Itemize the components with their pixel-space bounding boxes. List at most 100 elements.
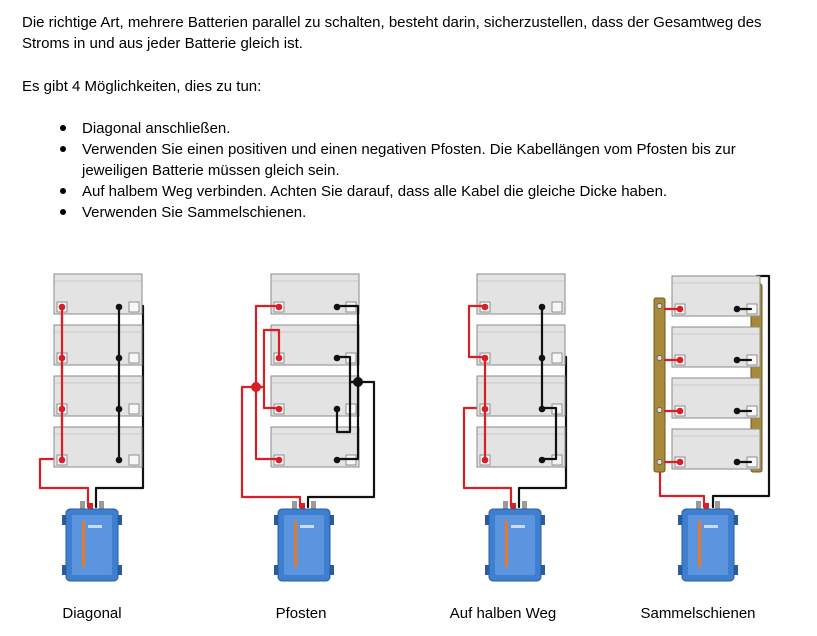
negative-terminal-dot bbox=[733, 458, 741, 466]
negative-terminal-dot bbox=[538, 354, 546, 362]
busbar-bolt bbox=[656, 407, 663, 413]
negative-terminal-dot bbox=[733, 305, 741, 313]
caption-halbweg: Auf halben Weg bbox=[449, 605, 557, 622]
negative-cable bbox=[335, 304, 360, 384]
busbar-bolt bbox=[656, 459, 663, 465]
positive-cable bbox=[240, 385, 302, 509]
negative-terminal bbox=[128, 301, 140, 313]
inverter-lug bbox=[522, 501, 527, 510]
intro-text: Die richtige Art, mehrere Batterien para… bbox=[22, 12, 802, 54]
inverter-fuse bbox=[300, 503, 305, 510]
negative-cable bbox=[335, 380, 360, 461]
positive-terminal-dot bbox=[481, 456, 489, 464]
inverter-tab bbox=[118, 515, 122, 525]
negative-terminal-dot bbox=[733, 356, 741, 364]
negative-terminal bbox=[551, 352, 563, 364]
negative-terminal-dot bbox=[333, 405, 341, 413]
caption-diagonal: Diagonal bbox=[62, 605, 122, 622]
list-item: Verwenden Sie einen positiven und einen … bbox=[0, 139, 800, 181]
negative-cable bbox=[335, 380, 360, 434]
positive-terminal-dot bbox=[481, 354, 489, 362]
intro-paragraph: Die richtige Art, mehrere Batterien para… bbox=[22, 14, 762, 52]
positive-terminal-dot bbox=[275, 456, 283, 464]
inverter-tab bbox=[678, 565, 682, 575]
inverter-fuse bbox=[88, 503, 93, 510]
inverter-tab bbox=[274, 565, 278, 575]
inverter-tab bbox=[330, 515, 334, 525]
positive-terminal-dot bbox=[275, 354, 283, 362]
inverter-face bbox=[284, 515, 324, 575]
caption-sammel: Sammelschienen bbox=[640, 605, 756, 622]
inverter-stripe bbox=[82, 521, 85, 567]
inverter-tab bbox=[734, 565, 738, 575]
list-item: Auf halbem Weg verbinden. Achten Sie dar… bbox=[0, 181, 800, 202]
negative-terminal-dot bbox=[333, 456, 341, 464]
inverter-lug bbox=[80, 501, 85, 510]
negative-terminal-dot bbox=[115, 354, 123, 362]
inverter-lug bbox=[503, 501, 508, 510]
positive-terminal-dot bbox=[676, 356, 684, 364]
list-item: Verwenden Sie Sammelschienen. bbox=[0, 202, 800, 223]
negative-terminal bbox=[128, 403, 140, 415]
inverter-tab bbox=[62, 565, 66, 575]
inverter-tab bbox=[541, 515, 545, 525]
negative-terminal-dot bbox=[733, 407, 741, 415]
positive-cable bbox=[467, 304, 487, 359]
positive-terminal-dot bbox=[275, 303, 283, 311]
positive-terminal-dot bbox=[676, 305, 684, 313]
inverter-tab bbox=[485, 515, 489, 525]
positive-terminal-dot bbox=[58, 405, 66, 413]
negative-terminal-dot bbox=[538, 456, 546, 464]
negative-terminal-dot bbox=[538, 303, 546, 311]
inverter-tab bbox=[678, 515, 682, 525]
negative-terminal bbox=[128, 352, 140, 364]
positive-cable bbox=[254, 385, 281, 461]
busbar-bolt bbox=[656, 303, 663, 309]
positive-post bbox=[251, 382, 261, 392]
positive-terminal-dot bbox=[676, 458, 684, 466]
negative-terminal-dot bbox=[115, 405, 123, 413]
positive-cable bbox=[462, 406, 513, 509]
inverter-label bbox=[704, 525, 718, 528]
diagram-pfosten bbox=[240, 273, 376, 582]
inverter-tab bbox=[274, 515, 278, 525]
busbar-bolt bbox=[656, 355, 663, 361]
bullet-icon bbox=[60, 146, 66, 152]
inverter-fuse bbox=[511, 503, 516, 510]
wiring-diagrams bbox=[38, 273, 771, 582]
inverter-tab bbox=[485, 565, 489, 575]
positive-cable bbox=[254, 304, 281, 389]
positive-terminal-dot bbox=[481, 405, 489, 413]
bullet-icon bbox=[60, 125, 66, 131]
positive-terminal-dot bbox=[58, 354, 66, 362]
inverter-lug bbox=[292, 501, 297, 510]
positive-terminal-dot bbox=[58, 303, 66, 311]
inverter-tab bbox=[118, 565, 122, 575]
positive-terminal-dot bbox=[676, 407, 684, 415]
negative-terminal-dot bbox=[115, 456, 123, 464]
inverter-lug bbox=[311, 501, 316, 510]
inverter-face bbox=[688, 515, 728, 575]
positive-busbar bbox=[653, 297, 666, 473]
diagram-sammel bbox=[653, 274, 771, 582]
inverter-label bbox=[300, 525, 314, 528]
positive-cable bbox=[658, 468, 706, 509]
inverter-label bbox=[88, 525, 102, 528]
inverter-tab bbox=[734, 515, 738, 525]
diagram-halbweg bbox=[462, 273, 568, 582]
negative-terminal-dot bbox=[538, 405, 546, 413]
positive-terminal-dot bbox=[275, 405, 283, 413]
inverter-tab bbox=[330, 565, 334, 575]
inverter-lug bbox=[696, 501, 701, 510]
bullet-icon bbox=[60, 209, 66, 215]
positive-terminal-dot bbox=[481, 303, 489, 311]
inverter-lug bbox=[99, 501, 104, 510]
inverter-face bbox=[72, 515, 112, 575]
list-item: Diagonal anschließen. bbox=[0, 118, 800, 139]
intro-lead: Es gibt 4 Möglichkeiten, dies zu tun: bbox=[22, 78, 262, 95]
inverter-stripe bbox=[294, 521, 297, 567]
inverter-stripe bbox=[698, 521, 701, 567]
inverter-face bbox=[495, 515, 535, 575]
negative-terminal-dot bbox=[115, 303, 123, 311]
positive-terminal-dot bbox=[58, 456, 66, 464]
